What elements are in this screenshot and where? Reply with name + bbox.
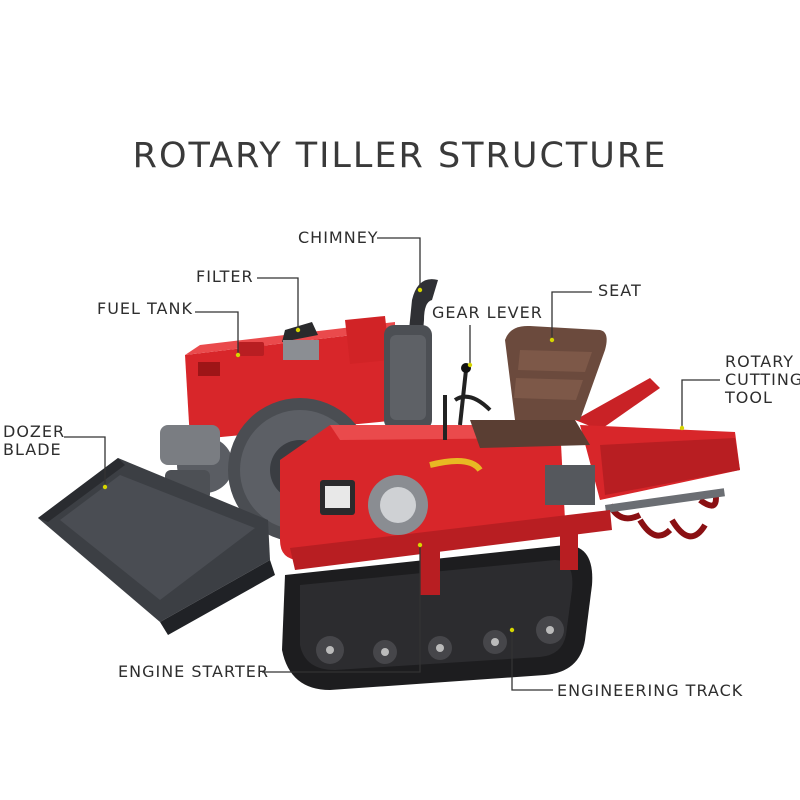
label-engine-starter: ENGINE STARTER bbox=[118, 662, 269, 681]
label-fuel-tank: FUEL TANK bbox=[97, 299, 193, 318]
label-dozer-blade: DOZER BLADE bbox=[3, 423, 65, 459]
seat bbox=[443, 325, 607, 448]
chimney bbox=[384, 279, 438, 430]
label-dozer-line-1: DOZER bbox=[3, 422, 66, 441]
label-filter: FILTER bbox=[196, 267, 254, 286]
diagram-title: ROTARY TILLER STRUCTURE bbox=[132, 136, 668, 176]
label-rotary-line-3: TOOL bbox=[725, 388, 773, 407]
label-rotary-line-2: CUTTING bbox=[725, 370, 800, 389]
filter bbox=[282, 322, 319, 360]
label-rotary-line-1: ROTARY bbox=[725, 352, 795, 371]
label-engineering-track: ENGINEERING TRACK bbox=[557, 681, 744, 700]
label-gear-lever: GEAR LEVER bbox=[432, 303, 543, 322]
label-seat: SEAT bbox=[598, 281, 642, 300]
label-dozer-line-2: BLADE bbox=[3, 440, 62, 459]
label-rotary-cutting-tool: ROTARY CUTTING TOOL bbox=[725, 353, 800, 407]
dozer-blade bbox=[38, 458, 275, 635]
track bbox=[282, 545, 593, 690]
label-chimney: CHIMNEY bbox=[298, 228, 379, 247]
rotary-tool bbox=[575, 378, 740, 540]
